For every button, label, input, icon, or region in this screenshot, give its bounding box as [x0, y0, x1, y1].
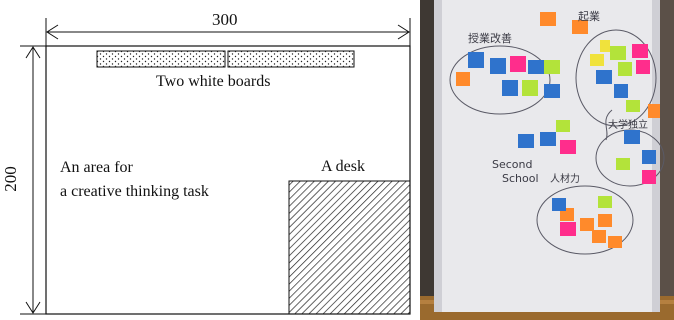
- width-arrow-right: [397, 24, 410, 40]
- desk: [288, 180, 411, 315]
- whiteboard-2: [227, 50, 355, 68]
- photo-label-daigaku: 大学独立: [608, 120, 648, 131]
- width-label: 300: [212, 10, 238, 29]
- height-arrow-top: [25, 46, 41, 59]
- cluster-circle-1: [449, 45, 551, 115]
- whiteboards-label: Two white boards: [156, 73, 271, 90]
- photo-label-jinzai: 人材力: [550, 174, 580, 185]
- height-label: 200: [0, 166, 20, 192]
- photo-label-second: Second: [492, 158, 533, 171]
- height-arrow-bottom: [25, 301, 41, 314]
- photo-label-school: School: [502, 172, 539, 185]
- area-label-line1: An area for: [60, 159, 133, 176]
- whiteboard-surface: [434, 0, 660, 312]
- floor-plan-drawing: [20, 18, 411, 315]
- photo-label-jugyo: 授業改善: [468, 32, 512, 45]
- whiteboard-photo: 授業改善 起業 大学独立 Second School 人材力: [420, 0, 674, 320]
- floor-plan-diagram: 300 200 Two white boards An area for a c…: [0, 10, 411, 315]
- arrow-stroke: [605, 109, 613, 141]
- whiteboard-1: [96, 50, 226, 68]
- room-outline: [45, 45, 411, 315]
- desk-label: A desk: [321, 158, 365, 175]
- cluster-circle-4: [536, 185, 634, 255]
- cluster-circle-2: [575, 29, 657, 127]
- area-label-line2: a creative thinking task: [60, 183, 209, 200]
- photo-label-kigyo: 起業: [578, 10, 600, 23]
- width-arrow-left: [46, 24, 59, 40]
- whiteboard-photo-drawing: [420, 0, 674, 320]
